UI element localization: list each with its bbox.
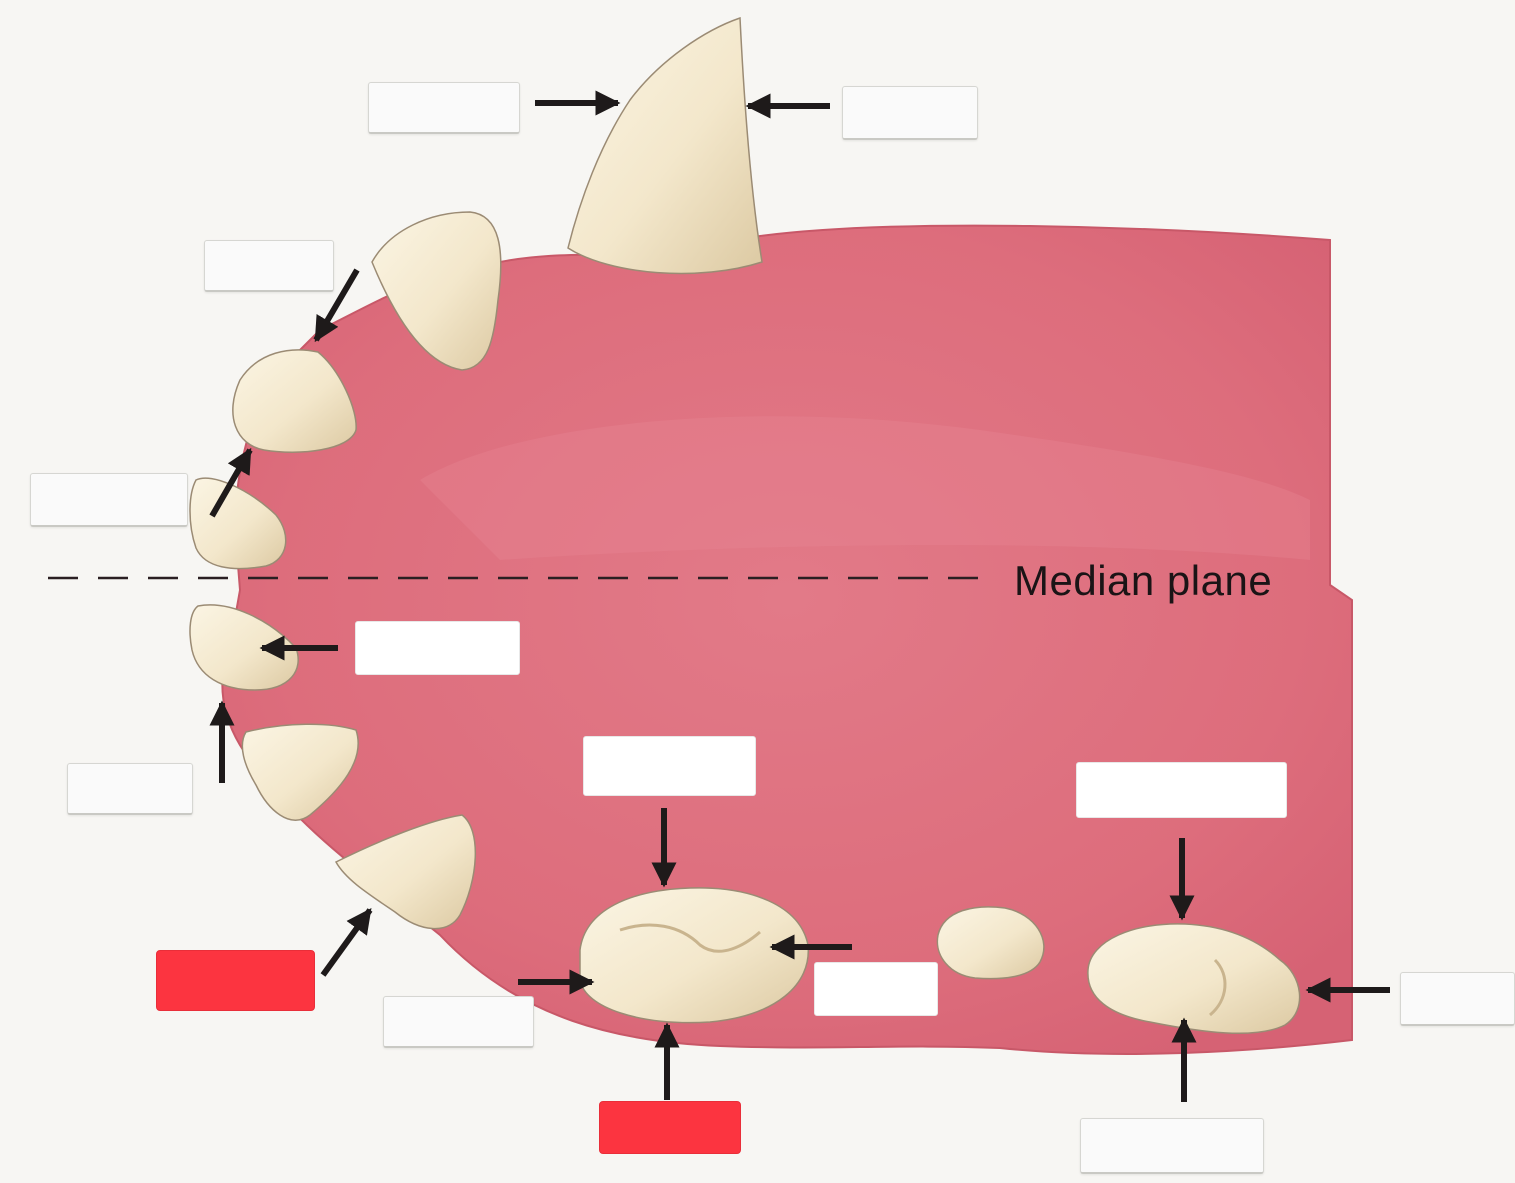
incisor-upper-3 bbox=[371, 211, 502, 371]
answer-box-incisor-lower-3[interactable] bbox=[156, 950, 315, 1011]
premolar-cusp-detail bbox=[619, 923, 761, 953]
answer-box-incisor-upper-3[interactable] bbox=[204, 240, 334, 292]
teeth bbox=[189, 16, 1301, 1035]
incisor-lower-3 bbox=[334, 814, 477, 930]
palate-highlight bbox=[420, 416, 1310, 560]
incisor-upper-2 bbox=[232, 349, 357, 453]
canine-tooth bbox=[567, 16, 763, 275]
answer-box-canine-left[interactable] bbox=[368, 82, 520, 134]
arrow-incisor-lower-3 bbox=[320, 907, 373, 977]
answer-box-premolar-distal[interactable] bbox=[814, 962, 938, 1016]
molar-cusp-detail bbox=[1208, 958, 1227, 1017]
incisor-lower-1 bbox=[189, 604, 299, 691]
answer-box-premolar-occlusal[interactable] bbox=[583, 736, 756, 796]
answer-box-premolar-lingual[interactable] bbox=[599, 1101, 741, 1154]
incisor-upper-1 bbox=[189, 477, 287, 570]
arrow-incisor-upper-1 bbox=[209, 447, 253, 518]
answer-box-incisor-upper-1[interactable] bbox=[30, 473, 188, 527]
pointer-arrows bbox=[209, 90, 1390, 1102]
answer-box-incisor-lower-2[interactable] bbox=[67, 763, 193, 815]
answer-box-incisor-lower-1[interactable] bbox=[355, 621, 520, 675]
answer-box-molar-distal[interactable] bbox=[1400, 972, 1515, 1026]
answer-box-molar-buccal[interactable] bbox=[1080, 1118, 1264, 1174]
median-plane-label: Median plane bbox=[1014, 557, 1273, 604]
premolar-tooth bbox=[579, 887, 809, 1024]
arrow-incisor-upper-2 bbox=[313, 268, 360, 343]
incisor-lower-2 bbox=[241, 723, 359, 821]
answer-box-molar-occlusal[interactable] bbox=[1076, 762, 1287, 818]
molar-tooth bbox=[1087, 923, 1301, 1035]
answer-box-premolar-mesial[interactable] bbox=[383, 996, 534, 1048]
answer-box-canine-right[interactable] bbox=[842, 86, 978, 140]
premolar-small-tooth bbox=[936, 906, 1045, 980]
